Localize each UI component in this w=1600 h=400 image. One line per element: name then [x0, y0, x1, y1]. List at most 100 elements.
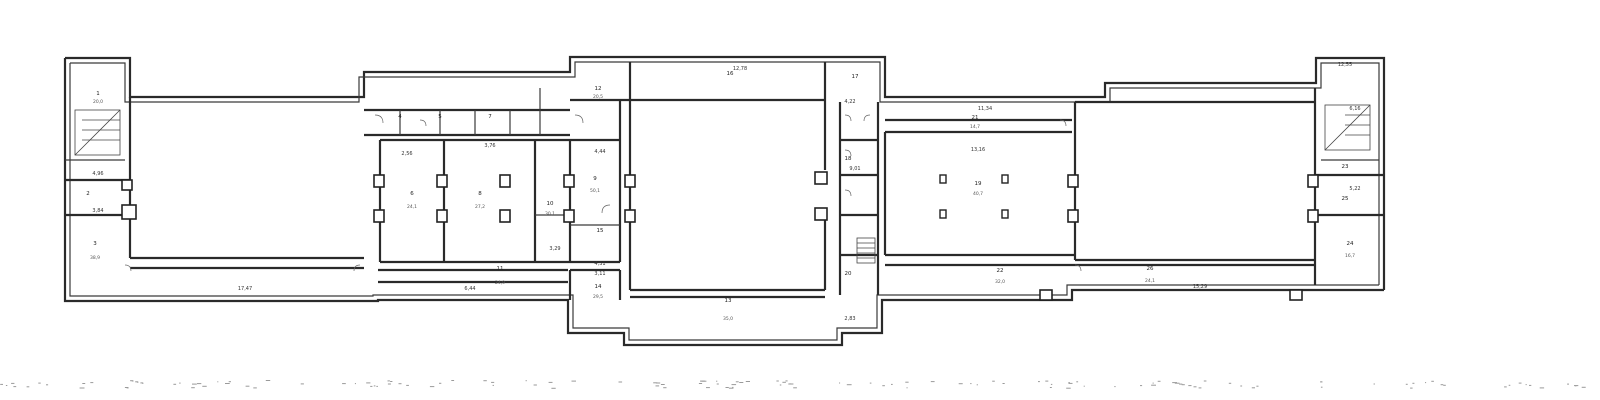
room-9-area: 50,1: [590, 188, 600, 194]
room-9-number: 9: [593, 176, 597, 182]
noise-dot: [698, 383, 703, 384]
noise-dot: [1240, 385, 1243, 387]
noise-dot: [1174, 382, 1180, 384]
noise-dot: [930, 381, 935, 383]
noise-dot: [992, 380, 995, 382]
dim-label: 3,29: [549, 246, 560, 252]
dim-label: 11,34: [978, 106, 992, 112]
noise-dot: [706, 387, 710, 389]
noise-dot: [1518, 382, 1522, 384]
stair-right: [1324, 104, 1371, 151]
noise-dot: [390, 381, 393, 382]
room-24-number: 24: [1347, 241, 1354, 247]
noise-dot: [1320, 386, 1323, 388]
noise-dot: [1508, 384, 1511, 386]
noise-dot: [1151, 384, 1156, 386]
noise-dot: [228, 381, 231, 383]
outer-wall-inner-line: [70, 61, 1380, 285]
noise-dot: [790, 383, 794, 385]
noise-dot: [202, 385, 207, 387]
noise-dot: [551, 387, 556, 389]
noise-dot: [1157, 380, 1161, 382]
noise-dot: [1203, 380, 1207, 382]
dim-label: 5,22: [1349, 186, 1360, 192]
noise-dot: [136, 381, 139, 383]
noise-dot: [1038, 381, 1040, 383]
noise-dot: [398, 383, 402, 385]
noise-dot: [1539, 387, 1545, 389]
dim-label: 3,84: [92, 208, 103, 214]
noise-dot: [142, 382, 144, 384]
noise-dot: [253, 387, 257, 389]
noise-dot: [779, 384, 782, 386]
noise-dot: [976, 384, 978, 386]
dim-label: 4,22: [844, 99, 855, 105]
noise-dot: [548, 381, 553, 383]
noise-dot: [13, 386, 17, 388]
noise-dot: [1140, 385, 1143, 387]
noise-dot: [1405, 383, 1408, 385]
room-4-number: 4: [398, 114, 402, 120]
noise-dot: [90, 382, 94, 384]
noise-dot: [82, 383, 86, 384]
dim-label: 4,44: [594, 149, 605, 155]
dim-label: 3,11: [594, 271, 605, 277]
room-13-area: 35,0: [723, 316, 733, 322]
room-15-number: 15: [597, 228, 604, 234]
bottom-outline: [63, 58, 1384, 347]
noise-dot: [739, 382, 744, 383]
noise-dot: [225, 383, 230, 384]
noise-dot: [1320, 381, 1323, 383]
noise-dot: [1256, 385, 1259, 387]
room-14-number: 14: [595, 284, 602, 290]
noise-dot: [793, 387, 797, 389]
noise-dot: [354, 383, 356, 385]
room-12-number: 12: [595, 86, 602, 92]
noise-dot: [1251, 387, 1255, 389]
noise-dot: [376, 385, 378, 387]
room-26-area: 24,1: [1145, 278, 1155, 284]
dim-label: 6,16: [1349, 106, 1360, 112]
noise-dot: [0, 383, 3, 385]
noise-dot: [655, 385, 660, 387]
noise-dot: [217, 381, 219, 383]
noise-dot: [525, 380, 527, 382]
noise-dot: [970, 383, 972, 385]
noise-dot: [732, 386, 734, 388]
noise-dot: [653, 382, 658, 384]
stair-left: [74, 109, 121, 156]
room-7-number: 7: [488, 114, 492, 120]
noise-dot: [839, 382, 841, 384]
room-2-number: 2: [86, 191, 90, 197]
noise-dot: [700, 380, 705, 382]
room-21-area: 14,7: [970, 124, 980, 130]
noise-dot: [1181, 384, 1185, 386]
noise-dot: [439, 382, 442, 384]
noise-dot: [618, 381, 623, 383]
noise-dot: [46, 384, 49, 386]
noise-dot: [451, 380, 455, 381]
noise-dot: [1066, 387, 1071, 389]
dim-label: 13,16: [971, 147, 985, 153]
noise-dot: [135, 381, 139, 383]
noise-dot: [265, 380, 271, 381]
noise-dot: [1068, 382, 1073, 384]
noise-dot: [11, 382, 15, 384]
noise-dot: [1525, 384, 1527, 386]
noise-dot: [1443, 384, 1446, 386]
noise-dot: [173, 383, 177, 385]
room-17-number: 17: [852, 74, 859, 80]
noise-dot: [1179, 383, 1183, 385]
noise-dot: [1045, 380, 1049, 382]
noise-dot: [891, 383, 893, 385]
noise-dot: [1228, 382, 1232, 384]
inner-walls: [65, 62, 1384, 300]
stair-center: [856, 237, 876, 264]
noise-dot: [735, 381, 739, 383]
pillars: [121, 171, 1319, 301]
noise-dot: [192, 383, 197, 385]
room-22-area: 32,0: [995, 279, 1005, 285]
outer-walls: [63, 55, 1386, 347]
room-19-number: 19: [975, 181, 982, 187]
noise-dot: [38, 382, 41, 384]
